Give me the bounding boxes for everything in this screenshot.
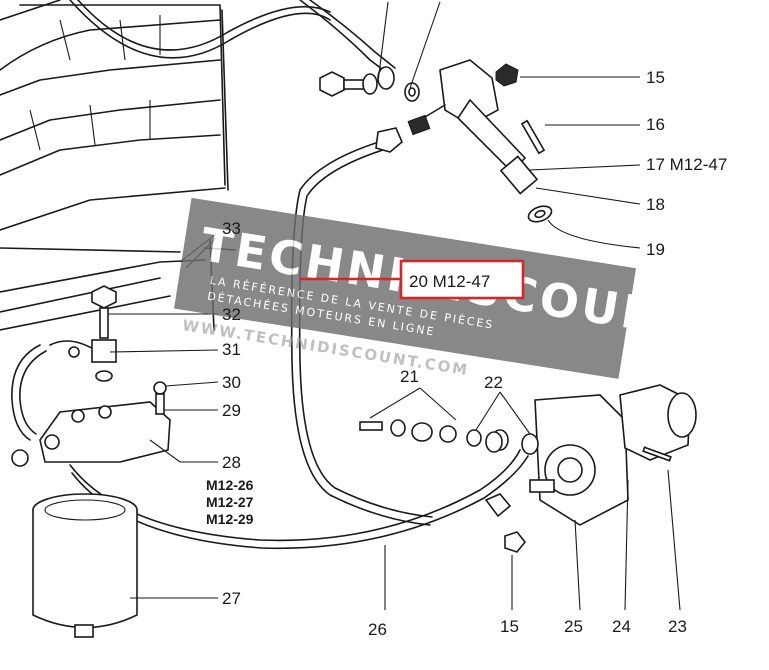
callout-28: 28 [222,453,241,472]
injector-drawing [407,59,553,223]
callout-28-ref-1: M12-26 [206,477,254,493]
fittings-drawing [68,285,167,415]
callout-15-top: 15 [646,68,665,87]
callout-33: 33 [222,219,241,238]
callout-28-ref-2: M12-27 [206,494,254,510]
callout-24: 24 [612,617,631,636]
callout-labels: 15 16 17 M12-47 18 19 20 M12-47 21 22 23… [206,68,727,639]
callout-29: 29 [222,401,241,420]
callout-26: 26 [368,620,387,639]
injector-pipe [290,127,433,526]
callout-23: 23 [668,617,687,636]
leak-off-pipe [299,0,396,76]
callout-31: 31 [222,340,241,359]
callout-30: 30 [222,373,241,392]
callout-22: 22 [484,373,503,392]
callout-19: 19 [646,240,665,259]
callout-28-ref-3: M12-29 [206,511,254,527]
callout-20: 20 M12-47 [409,272,490,291]
leader-lines [108,1,681,611]
fuel-filter-drawing [11,401,171,638]
callout-17: 17 M12-47 [646,155,727,174]
watermark: TECHNIDISCOUNT LA RÉFÉRENCE DE LA VENTE … [174,197,701,379]
callout-25: 25 [564,617,583,636]
callout-16: 16 [646,115,665,134]
banjo-bolt-top [319,66,420,102]
lift-pump-drawing [491,384,697,553]
callout-21: 21 [400,367,419,386]
callout-27: 27 [222,589,241,608]
banjo-set-21-22 [359,419,503,453]
callout-32: 32 [222,305,241,324]
callout-18: 18 [646,195,665,214]
callout-15-bottom: 15 [500,617,519,636]
